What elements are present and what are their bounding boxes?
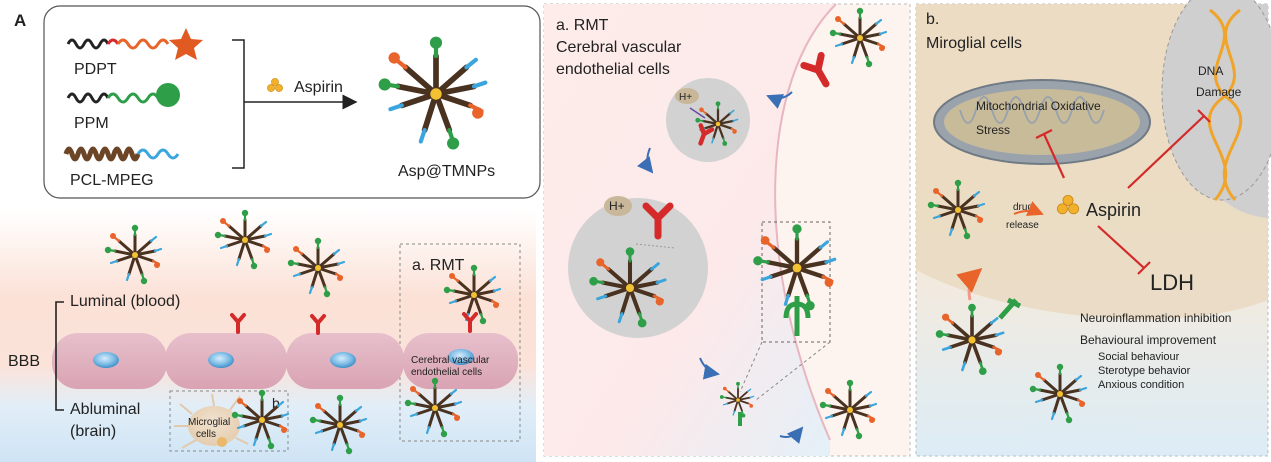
receptor-green-icon xyxy=(783,296,811,336)
luminal-label: Luminal (blood) xyxy=(70,293,180,310)
panel-b: B a. RMT Cerebral vascular endothelial c… xyxy=(0,208,536,462)
flow-arrow xyxy=(699,357,720,380)
microglia-cell-icon xyxy=(174,393,249,449)
rmt-label: a. RMT xyxy=(412,257,465,274)
nucleus xyxy=(448,349,474,365)
aspirin-label-right: Aspirin xyxy=(1086,200,1141,220)
bracket xyxy=(232,39,245,169)
drug-label-1: drug xyxy=(1013,202,1033,213)
pdpt-polymer-icon xyxy=(66,28,203,60)
microglia-box xyxy=(169,390,289,452)
receptor-icon xyxy=(642,202,674,240)
abluminal-label-2: (brain) xyxy=(70,423,116,440)
rmt-box xyxy=(399,243,521,442)
dna-label-2: Damage xyxy=(1196,85,1242,99)
hplus-label-1: H+ xyxy=(679,92,692,103)
ppm-polymer-icon xyxy=(66,83,180,107)
panel-rmt: a. RMT Cerebral vascular endothelial cel… xyxy=(543,3,911,457)
mitochondrion-icon xyxy=(933,79,1151,165)
flow-arrow xyxy=(779,426,804,444)
rmt-title-2: Cerebral vascular xyxy=(556,39,682,56)
panel-a-label: A xyxy=(14,11,26,30)
nucleus xyxy=(93,352,119,368)
panel-a: A PDPT PPM PCL-MPEG Aspirin Asp@ xyxy=(14,5,541,199)
outcome-sub-1: Social behaviour xyxy=(1098,351,1180,363)
micro-title-1: b. xyxy=(926,11,939,28)
flow-arrow xyxy=(766,91,793,109)
b-label: b xyxy=(272,395,280,411)
pcl-mpeg-label: PCL-MPEG xyxy=(70,172,154,189)
outcome-1: Neuroinflammation inhibition xyxy=(1080,311,1231,325)
uptake-arrow xyxy=(956,268,983,301)
outcome-sub-2: Sterotype behavior xyxy=(1098,365,1191,377)
inhibit-mito-line xyxy=(1035,129,1066,179)
inhibit-dna-line xyxy=(1127,109,1211,189)
outcome-sub-3: Anxious condition xyxy=(1098,379,1184,391)
dna-label-1: DNA xyxy=(1198,64,1223,78)
outcome-2: Behavioural improvement xyxy=(1080,333,1217,347)
ldh-label: LDH xyxy=(1150,270,1194,295)
aspirin-label: Aspirin xyxy=(294,79,343,96)
endo-label-2: endothelial cells xyxy=(411,367,482,378)
asp-tmnps-label: Asp@TMNPs xyxy=(398,163,495,180)
nucleus xyxy=(208,352,234,368)
abluminal-label-1: Abluminal xyxy=(70,401,140,418)
panel-microglia: b. Miroglial cells Mitochondrial Oxidati… xyxy=(915,0,1271,457)
bbb-label: BBB xyxy=(8,353,40,370)
mito-label-2: Stress xyxy=(976,123,1010,137)
micro-title-2: Miroglial cells xyxy=(926,35,1022,52)
nucleus-dna-icon xyxy=(1161,0,1271,218)
bbb-bracket xyxy=(55,301,64,411)
rmt-title-1: a. RMT xyxy=(556,17,609,34)
endosome-large xyxy=(568,198,708,338)
inhibit-ldh-line xyxy=(1097,225,1151,275)
flow-arrow xyxy=(637,147,654,174)
microglia-label-1: Microglial xyxy=(188,417,230,428)
receptor-icon xyxy=(800,51,830,88)
hplus-label-2: H+ xyxy=(609,199,625,213)
ppm-label: PPM xyxy=(74,115,109,132)
pcl-mpeg-polymer-icon xyxy=(63,146,180,162)
microglia-label-2: cells xyxy=(196,429,216,440)
rmt-title-3: endothelial cells xyxy=(556,61,670,78)
nucleus xyxy=(330,352,356,368)
drug-release-arrow xyxy=(1013,201,1044,216)
drug-label-2: release xyxy=(1006,220,1039,231)
endo-label-1: Cerebral vascular xyxy=(411,355,490,366)
mito-label-1: Mitochondrial Oxidative xyxy=(976,99,1101,113)
pdpt-label: PDPT xyxy=(74,61,117,78)
